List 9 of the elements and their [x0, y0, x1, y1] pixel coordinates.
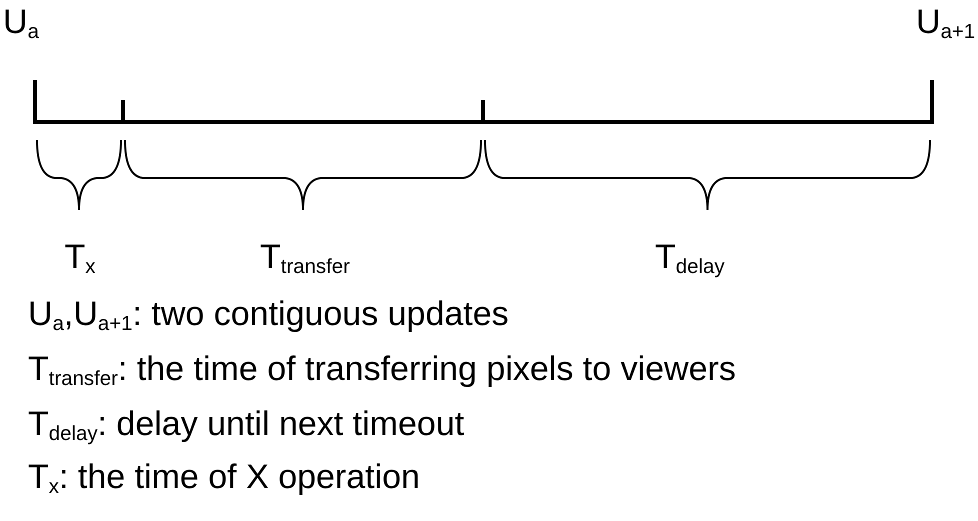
note-text: U$_{a}$,U$_{a+1}$: two contiguous updates: [28, 297, 509, 334]
timeline-mark-label: U$_{a}$: [3, 5, 39, 42]
timeline-mark-label: U$_{a+1}$: [916, 5, 976, 42]
interval-label: T$_{delay}$: [655, 240, 725, 278]
interval-label: T$_{transfer}$: [260, 240, 350, 278]
note-text: T$_{delay}$: delay until next timeout: [28, 407, 464, 444]
note-text: T$_{transfer}$: the time of transferring pixels to viewers: [28, 352, 736, 390]
note-text: T$_{x}$: the time of X operation: [28, 460, 420, 498]
interval-label: T$_{x}$: [64, 240, 96, 278]
